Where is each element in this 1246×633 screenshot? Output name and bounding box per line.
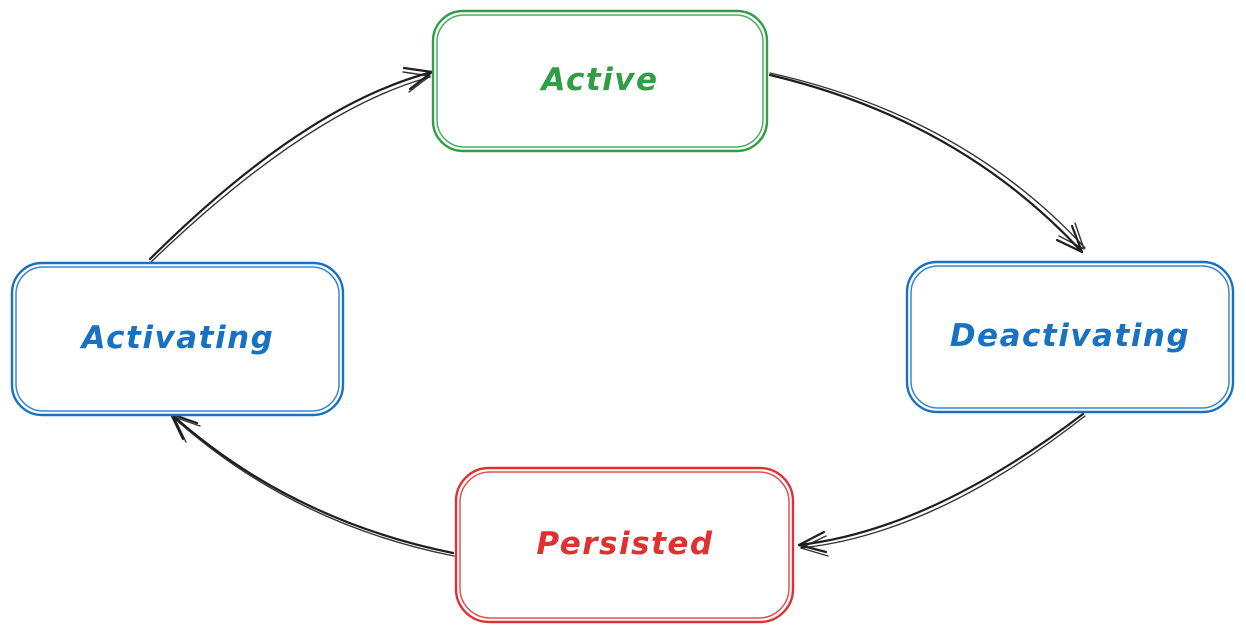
node-box-sketch: [910, 265, 1230, 409]
edge-line: [797, 412, 1085, 547]
node-box: [431, 9, 769, 153]
node-box-sketch: [436, 14, 764, 148]
edge-activating-to-active[interactable]: [148, 66, 434, 263]
node-deactivating[interactable]: Deactivating: [905, 260, 1235, 414]
edge-line: [148, 70, 434, 261]
node-active[interactable]: Active: [431, 9, 769, 153]
edge-deactivating-to-persisted[interactable]: [797, 412, 1086, 557]
edge-active-to-deactivating[interactable]: [768, 72, 1086, 254]
node-box-sketch: [15, 266, 340, 412]
arrowhead-sketch-icon: [173, 416, 201, 443]
edge-line-sketch: [150, 76, 431, 263]
node-label-deactivating: Deactivating: [950, 318, 1190, 354]
node-box: [454, 466, 795, 624]
edge-line-sketch: [800, 415, 1086, 549]
node-box: [905, 260, 1235, 414]
arrowhead-sketch-icon: [800, 535, 829, 557]
arrowhead-sketch-icon: [1058, 222, 1085, 250]
edge-line-sketch: [769, 72, 1086, 249]
node-box: [10, 261, 345, 417]
node-persisted[interactable]: Persisted: [454, 466, 795, 624]
edge-persisted-to-activating[interactable]: [169, 412, 455, 557]
arrowhead-icon: [402, 66, 434, 91]
edge-line: [169, 412, 455, 555]
node-box-sketch: [459, 471, 790, 619]
edge-line-sketch: [173, 417, 455, 557]
arrowhead-sketch-icon: [402, 71, 431, 93]
node-activating[interactable]: Activating: [10, 261, 345, 417]
node-label-active: Active: [538, 62, 658, 98]
edge-line: [768, 73, 1084, 254]
node-label-persisted: Persisted: [536, 526, 713, 562]
node-label-activating: Activating: [79, 320, 275, 356]
